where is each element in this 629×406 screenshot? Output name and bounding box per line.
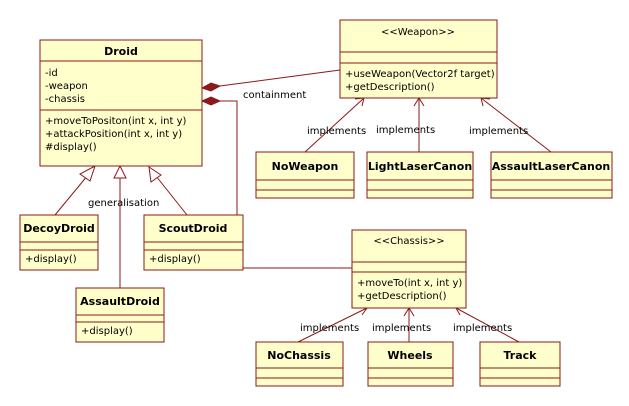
implements-label-3: implements [469,126,528,137]
class-droid-op-display: #display() [45,142,97,153]
class-track[interactable]: Track [479,341,561,387]
class-droid-name: Droid [104,45,138,58]
containment-chassis-connector [200,96,352,269]
interface-chassis-name: <<Chassis>> [373,236,444,247]
class-assault-droid[interactable]: AssaultDroid +display() [75,287,165,343]
class-track-name: Track [504,349,538,362]
class-droid[interactable]: Droid -id -weapon -chassis +moveToPosito… [39,39,203,167]
implements-label-5: implements [372,323,431,334]
class-assault-laser-canon[interactable]: AssaultLaserCanon [490,151,613,199]
class-light-laser-canon[interactable]: LightLaserCanon [366,151,474,199]
implements-assaultlaser-connector [480,97,552,153]
class-decoy-droid[interactable]: DecoyDroid +display() [19,214,99,271]
class-droid-attr-weapon: -weapon [45,81,88,92]
generalisation-assault-connector [113,164,127,288]
class-no-chassis[interactable]: NoChassis [255,341,344,387]
containment-label: containment [243,90,306,101]
class-droid-op-move: +moveToPositon(int x, int y) [45,116,187,127]
class-wheels[interactable]: Wheels [367,341,454,387]
containment-weapon-connector [200,69,341,92]
class-scout-droid[interactable]: ScoutDroid +display() [143,214,244,271]
class-droid-attr-chassis: -chassis [45,94,85,105]
class-assault-droid-name: AssaultDroid [80,295,160,308]
implements-label-1: implements [307,126,366,137]
implements-noweapon-connector [304,97,365,153]
generalisation-decoy-connector [54,164,96,216]
class-no-weapon-name: NoWeapon [272,160,339,173]
interface-chassis[interactable]: <<Chassis>> +moveTo(int x, int y) +getDe… [351,229,467,309]
class-decoy-droid-op-display: +display() [25,254,77,265]
interface-weapon[interactable]: <<Weapon>> +useWeapon(Vector2f target) +… [339,19,498,99]
interface-chassis-op-desc: +getDescription() [357,291,447,302]
interface-weapon-op-desc: +getDescription() [345,82,435,93]
interface-weapon-name: <<Weapon>> [381,27,455,38]
class-scout-droid-name: ScoutDroid [159,222,228,235]
interface-chassis-op-move: +moveTo(int x, int y) [357,278,462,289]
implements-label-2: implements [376,125,435,136]
class-no-weapon[interactable]: NoWeapon [255,151,355,199]
class-decoy-droid-name: DecoyDroid [23,222,95,235]
implements-label-4: implements [300,323,359,334]
class-assault-laser-canon-name: AssaultLaserCanon [492,160,610,173]
class-no-chassis-name: NoChassis [267,349,331,362]
class-assault-droid-op-display: +display() [81,326,133,337]
generalisation-scout-connector [148,165,188,216]
implements-label-6: implements [453,323,512,334]
class-wheels-name: Wheels [387,349,433,362]
class-light-laser-canon-name: LightLaserCanon [368,160,472,173]
class-scout-droid-op-display: +display() [149,254,201,265]
generalisation-label: generalisation [88,198,159,209]
class-droid-attr-id: -id [45,68,58,79]
interface-weapon-op-use: +useWeapon(Vector2f target) [345,69,495,80]
class-droid-op-attack: +attackPosition(int x, int y) [45,129,182,140]
